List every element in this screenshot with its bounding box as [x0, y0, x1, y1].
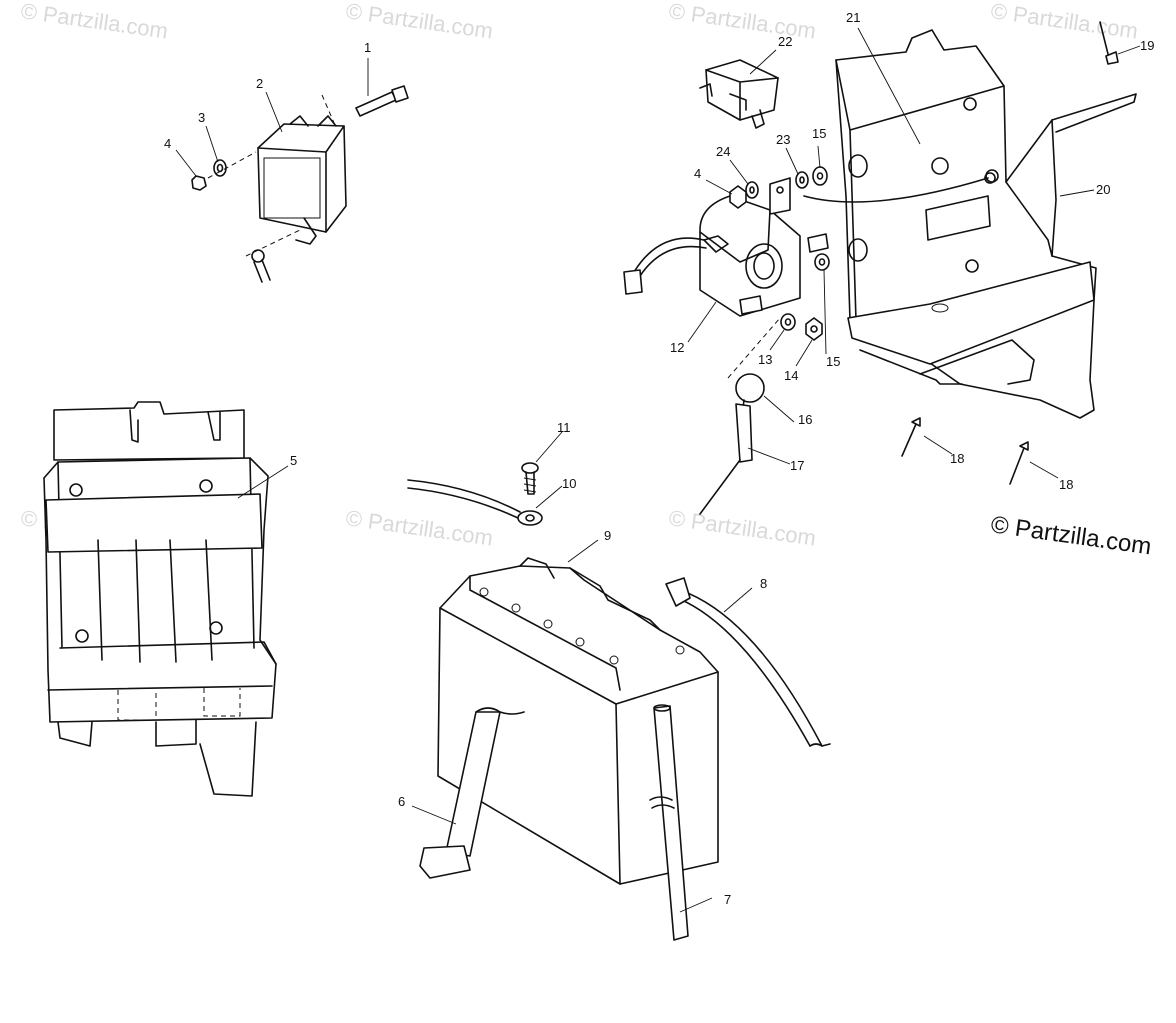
washer-part-3 — [213, 159, 227, 177]
callout-labels: 1 2 3 4 4 5 6 7 8 9 10 11 12 13 14 15 15… — [164, 10, 1154, 907]
callout-15: 15 — [826, 354, 840, 369]
wire-part-17 — [699, 317, 781, 515]
callout-7: 7 — [724, 892, 731, 907]
watermark: © Partzilla.com — [344, 0, 494, 44]
battery-part-9 — [437, 557, 719, 885]
rivet-part-18 — [901, 417, 921, 457]
washer-part-23 — [795, 171, 809, 189]
callout-16: 16 — [798, 412, 812, 427]
callout-17: 17 — [790, 458, 804, 473]
callout-4: 4 — [164, 136, 171, 151]
screw-part-11 — [521, 462, 539, 495]
solenoid-part-12 — [623, 177, 829, 317]
callout-13: 13 — [758, 352, 772, 367]
washer-part-24 — [745, 181, 759, 199]
rivet-part-18 — [1009, 441, 1029, 485]
callout-21: 21 — [846, 10, 860, 25]
vent-tube-part-7 — [649, 704, 689, 941]
callout-12: 12 — [670, 340, 684, 355]
battery-cable-part-8 — [665, 577, 831, 747]
callout-20: 20 — [1096, 182, 1110, 197]
watermark: © Partzilla.com — [667, 0, 817, 44]
regulator-part-2 — [245, 115, 347, 283]
watermark: © Partzilla.com — [989, 0, 1139, 44]
bolt-part-1 — [321, 85, 409, 133]
callout-22: 22 — [778, 34, 792, 49]
relay-part-22 — [699, 59, 779, 129]
mounting-bracket-part-20 — [803, 29, 1137, 419]
watermark: © Partzilla.com — [344, 505, 494, 550]
nut-part-4 — [191, 151, 257, 191]
washer-part-15 — [814, 253, 830, 271]
washer-part-15 — [812, 166, 828, 186]
callout-18: 18 — [1059, 477, 1073, 492]
nut-part-14 — [805, 317, 823, 341]
callout-15: 15 — [812, 126, 826, 141]
callout-11: 11 — [557, 420, 571, 435]
brand-label: © Partzilla.com — [989, 511, 1153, 560]
callout-23: 23 — [776, 132, 790, 147]
watermark: © Partzilla.com — [667, 505, 817, 550]
callout-6: 6 — [398, 794, 405, 809]
callout-5: 5 — [290, 453, 297, 468]
watermark: © Partzilla.com — [19, 0, 169, 44]
callout-1: 1 — [364, 40, 371, 55]
leader-lines — [175, 27, 1141, 913]
callout-3: 3 — [198, 110, 205, 125]
callout-10: 10 — [562, 476, 576, 491]
rivet-part-19 — [1099, 21, 1119, 65]
vent-tube-part-6 — [419, 707, 525, 879]
callout-14: 14 — [784, 368, 798, 383]
callout-2: 2 — [256, 76, 263, 91]
cable-lug-part-10 — [407, 479, 543, 526]
callout-24: 24 — [716, 144, 730, 159]
nut-part-4 — [729, 185, 747, 209]
callout-9: 9 — [604, 528, 611, 543]
battery-tray-part-5 — [43, 401, 277, 797]
callout-8: 8 — [760, 576, 767, 591]
callout-19: 19 — [1140, 38, 1154, 53]
callout-18: 18 — [950, 451, 964, 466]
washer-part-13 — [780, 313, 796, 331]
callout-4: 4 — [694, 166, 701, 181]
